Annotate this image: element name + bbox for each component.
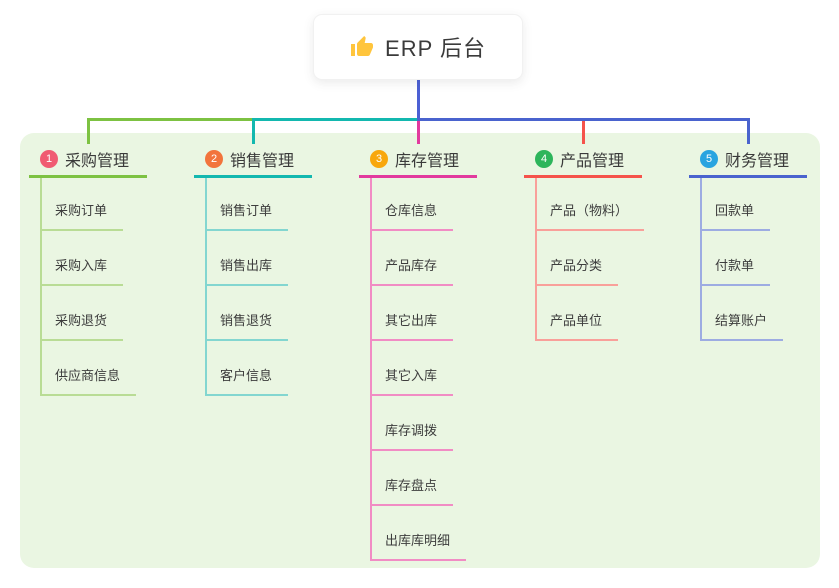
root-node[interactable]: ERP 后台 [313, 14, 523, 80]
branch-title-node[interactable]: 2 销售管理 [194, 143, 312, 178]
child-label: 库存调拨 [385, 423, 438, 438]
branch-title-node[interactable]: 1 采购管理 [29, 143, 147, 178]
child-node[interactable]: 结算账户 [700, 312, 784, 341]
connector-drop-branch-1 [87, 118, 90, 144]
child-label: 采购入库 [55, 258, 108, 273]
child-node[interactable]: 采购订单 [40, 202, 124, 231]
branch-title-label: 采购管理 [65, 153, 130, 170]
branch-title-label: 销售管理 [230, 153, 295, 170]
child-node[interactable]: 采购入库 [40, 257, 124, 286]
branch-title-node[interactable]: 5 财务管理 [689, 143, 807, 178]
branch-title-label: 财务管理 [725, 153, 790, 170]
child-node[interactable]: 仓库信息 [370, 202, 454, 231]
connector-rail-branch-2 [253, 118, 419, 121]
branch: 5 财务管理 回款单 付款单 结算账户 [689, 143, 807, 341]
child-label: 产品（物料） [550, 203, 629, 218]
child-node[interactable]: 库存调拨 [370, 422, 454, 451]
child-label: 回款单 [715, 203, 755, 218]
child-label: 仓库信息 [385, 203, 438, 218]
child-label: 客户信息 [220, 368, 273, 383]
child-label: 结算账户 [715, 313, 768, 328]
branch-number-badge: 1 [40, 150, 58, 168]
root-title: ERP 后台 [385, 36, 486, 61]
branch-children-connector-line [370, 178, 372, 561]
connector-drop-branch-5 [747, 118, 750, 144]
child-node[interactable]: 付款单 [700, 257, 771, 286]
child-node[interactable]: 其它入库 [370, 367, 454, 396]
child-label: 产品分类 [550, 258, 603, 273]
connector-rail-branch-5 [417, 118, 749, 121]
child-node[interactable]: 采购退货 [40, 312, 124, 341]
branch: 2 销售管理 销售订单 销售出库 销售退货 客户信息 [194, 143, 312, 396]
connector-drop-branch-2 [252, 118, 255, 144]
child-node[interactable]: 产品单位 [535, 312, 619, 341]
branch-number-badge: 3 [370, 150, 388, 168]
child-label: 销售退货 [220, 313, 273, 328]
child-node[interactable]: 供应商信息 [40, 367, 137, 396]
child-node[interactable]: 产品分类 [535, 257, 619, 286]
child-node[interactable]: 客户信息 [205, 367, 289, 396]
child-node[interactable]: 产品库存 [370, 257, 454, 286]
child-label: 供应商信息 [55, 368, 121, 383]
child-label: 出库库明细 [385, 533, 451, 548]
connector-root-stub [417, 80, 420, 121]
child-label: 采购订单 [55, 203, 108, 218]
branch: 1 采购管理 采购订单 采购入库 采购退货 供应商信息 [29, 143, 147, 396]
branch-title-node[interactable]: 4 产品管理 [524, 143, 642, 178]
branch-title-label: 库存管理 [395, 153, 460, 170]
child-label: 产品单位 [550, 313, 603, 328]
child-label: 其它出库 [385, 313, 438, 328]
child-label: 采购退货 [55, 313, 108, 328]
child-label: 销售订单 [220, 203, 273, 218]
child-node[interactable]: 销售出库 [205, 257, 289, 286]
branch-children-connector-line [535, 178, 537, 341]
branch: 4 产品管理 产品（物料） 产品分类 产品单位 [524, 143, 645, 341]
child-node[interactable]: 产品（物料） [535, 202, 645, 231]
branch-title-label: 产品管理 [560, 153, 625, 170]
child-node[interactable]: 库存盘点 [370, 477, 454, 506]
branches-panel [20, 133, 820, 568]
branch-number-badge: 5 [700, 150, 718, 168]
child-node[interactable]: 销售退货 [205, 312, 289, 341]
branch-children-connector-line [205, 178, 207, 396]
child-label: 其它入库 [385, 368, 438, 383]
thumbs-up-icon [350, 35, 374, 59]
branch-children-connector-line [40, 178, 42, 396]
child-label: 产品库存 [385, 258, 438, 273]
connector-drop-branch-4 [582, 121, 585, 144]
child-node[interactable]: 销售订单 [205, 202, 289, 231]
child-label: 付款单 [715, 258, 755, 273]
branch-number-badge: 4 [535, 150, 553, 168]
child-label: 销售出库 [220, 258, 273, 273]
branch: 3 库存管理 仓库信息 产品库存 其它出库 其它入库 库存调拨 库存盘点 出库库… [359, 143, 477, 561]
connector-rail-branch-1 [88, 118, 253, 121]
child-node[interactable]: 回款单 [700, 202, 771, 231]
branch-children-connector-line [700, 178, 702, 341]
child-node[interactable]: 其它出库 [370, 312, 454, 341]
child-node[interactable]: 出库库明细 [370, 532, 467, 561]
branch-number-badge: 2 [205, 150, 223, 168]
connector-drop-branch-3 [417, 121, 420, 144]
child-label: 库存盘点 [385, 478, 438, 493]
branch-title-node[interactable]: 3 库存管理 [359, 143, 477, 178]
